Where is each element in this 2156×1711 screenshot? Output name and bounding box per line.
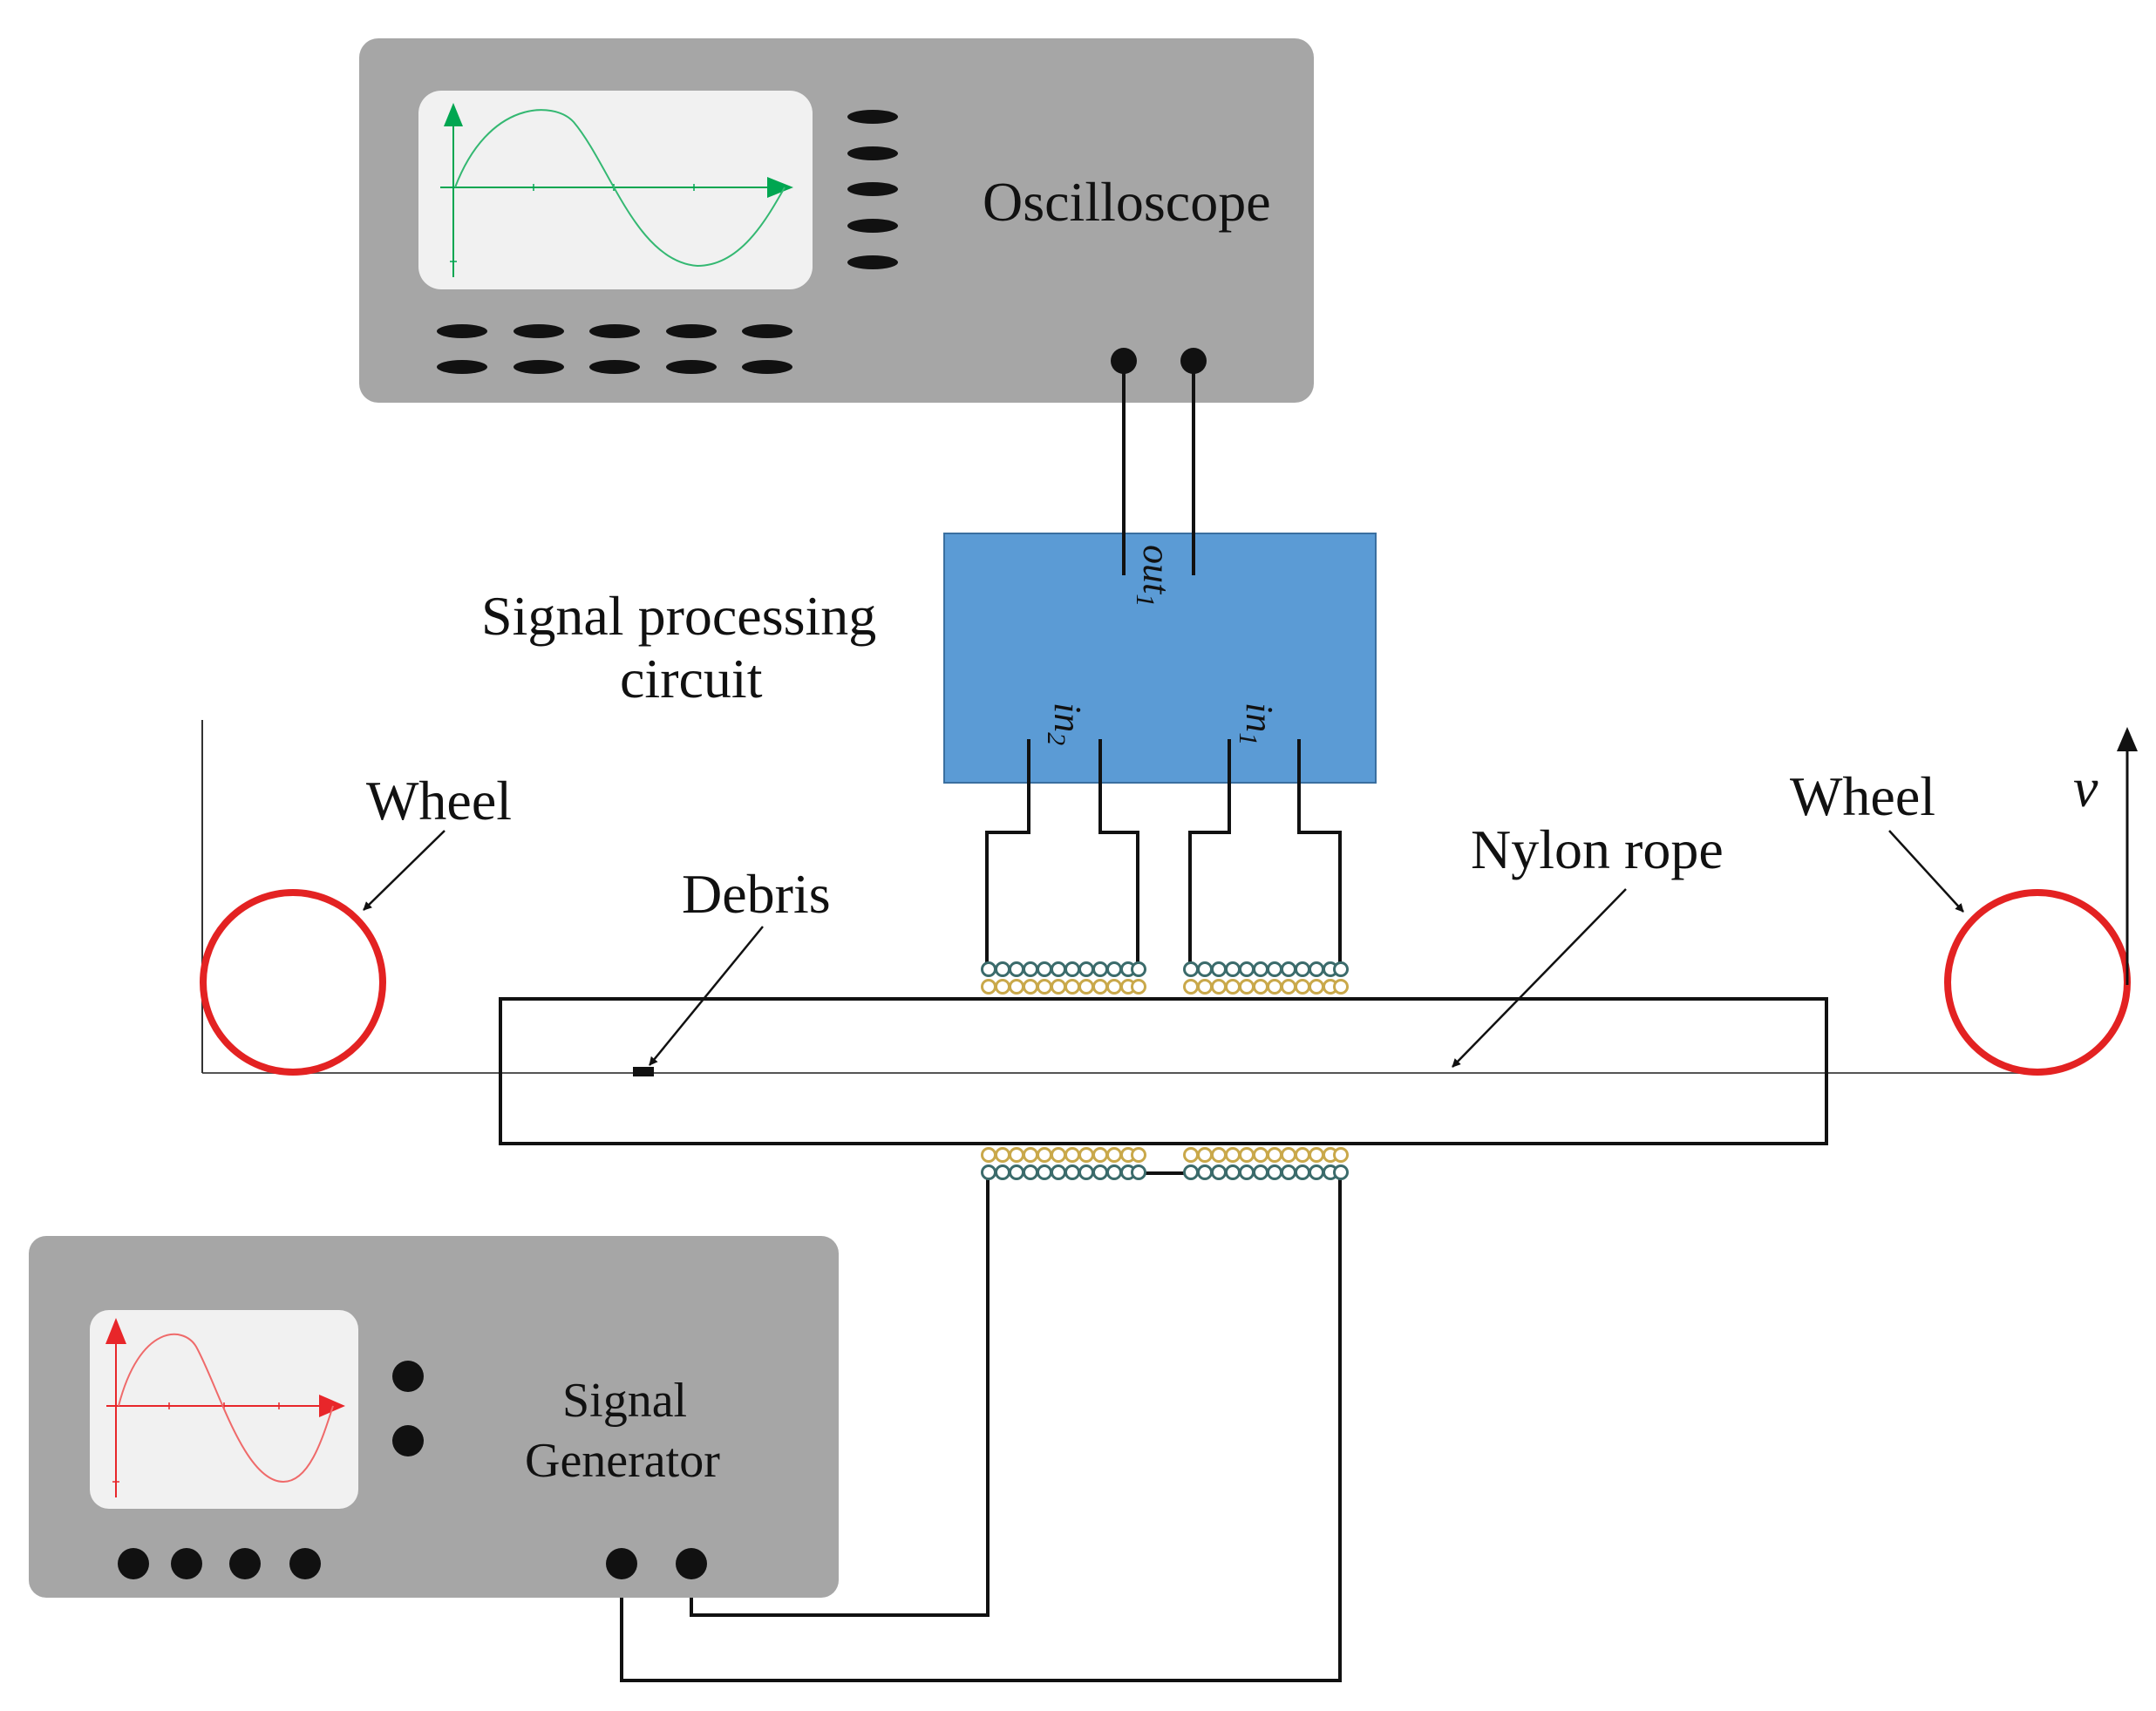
coil-top-2 xyxy=(981,961,1146,995)
coil-top-1 xyxy=(1183,961,1349,995)
oscilloscope-side-buttons[interactable] xyxy=(847,110,898,269)
sensor-assembly xyxy=(201,720,2040,1145)
port-in1-label: in1 xyxy=(1234,703,1281,745)
oscilloscope-bottom-buttons[interactable] xyxy=(437,324,792,374)
debris-label: Debris xyxy=(682,863,831,925)
wheel-left-pointer xyxy=(363,830,445,911)
wheel-left[interactable] xyxy=(200,889,386,1076)
generator-bottom-buttons[interactable] xyxy=(118,1548,321,1579)
coil-bottom-2 xyxy=(981,1147,1146,1180)
oscilloscope-axes xyxy=(440,103,793,277)
signal-generator-label-line1: Signal xyxy=(562,1374,687,1428)
sensor-tube xyxy=(499,997,1828,1145)
port-in2-label: in2 xyxy=(1042,703,1089,745)
wheel-right-label: Wheel xyxy=(1790,765,1935,827)
wheel-left-label: Wheel xyxy=(366,770,512,832)
wire-in2-a xyxy=(985,739,1030,968)
oscilloscope-sine-wave xyxy=(454,109,786,268)
oscilloscope: Oscilloscope xyxy=(359,38,1314,403)
signal-processing-box xyxy=(943,533,1377,784)
coil-bottom-1 xyxy=(1183,1147,1349,1180)
nylon-rope-pointer xyxy=(1452,888,1627,1068)
velocity-label: v xyxy=(2073,757,2098,818)
generator-terminal-2[interactable] xyxy=(676,1548,707,1579)
wheel-right-pointer xyxy=(1888,830,1964,913)
nylon-rope-label: Nylon rope xyxy=(1471,818,1724,880)
signal-processing-circuit: Signal processing circuit out1 in2 in1 xyxy=(481,533,1377,784)
debris-particle[interactable] xyxy=(633,1067,654,1076)
generator-side-buttons[interactable] xyxy=(392,1361,424,1456)
generator-terminal-1[interactable] xyxy=(606,1548,637,1579)
oscilloscope-label: Oscilloscope xyxy=(983,171,1271,233)
signal-generator: Signal Generator xyxy=(29,1236,839,1598)
wire-in1-b xyxy=(1297,739,1342,968)
velocity-arrow xyxy=(2117,727,2138,985)
debris-pointer xyxy=(649,926,764,1066)
generator-sine-wave xyxy=(118,1333,334,1484)
wheel-right[interactable] xyxy=(1944,889,2131,1076)
wire-in2-b xyxy=(1098,739,1139,968)
port-out1-label: out1 xyxy=(1131,545,1178,607)
wire-in1-a xyxy=(1188,739,1231,968)
wire-gen-1 xyxy=(620,1173,1342,1682)
wiring xyxy=(620,361,1342,1682)
signal-processing-label-line2: circuit xyxy=(620,648,763,710)
signal-generator-label-line2: Generator xyxy=(525,1434,720,1488)
signal-processing-label-line1: Signal processing xyxy=(481,585,876,647)
